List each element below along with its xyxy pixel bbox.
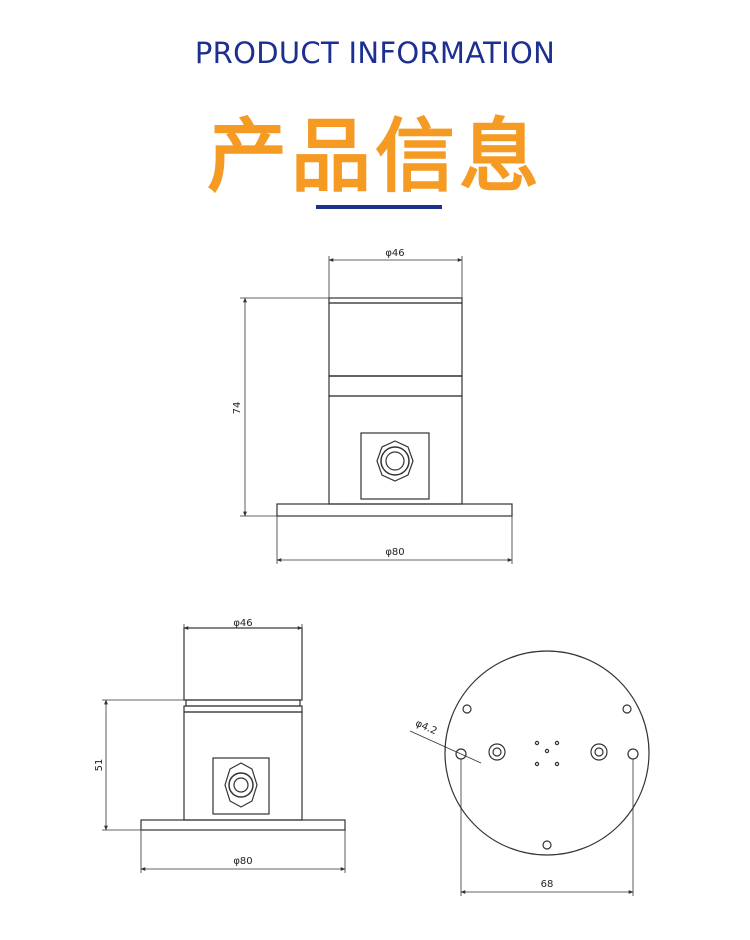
- dim-span: 68: [541, 879, 554, 890]
- dim-height-large: 74: [232, 402, 243, 415]
- page-title-cn: 产品信息: [207, 110, 543, 203]
- front-view-small: [102, 624, 346, 873]
- dim-top-small: φ46: [233, 618, 252, 629]
- dim-top-large: φ46: [385, 248, 404, 259]
- dim-height-small: 51: [94, 759, 105, 772]
- dim-base-small: φ80: [233, 856, 252, 867]
- dim-base-large: φ80: [385, 547, 404, 558]
- bottom-view: [409, 650, 650, 896]
- front-view-large: [240, 256, 513, 564]
- page-title-en: PRODUCT INFORMATION: [194, 36, 556, 70]
- title-underline: [316, 205, 442, 209]
